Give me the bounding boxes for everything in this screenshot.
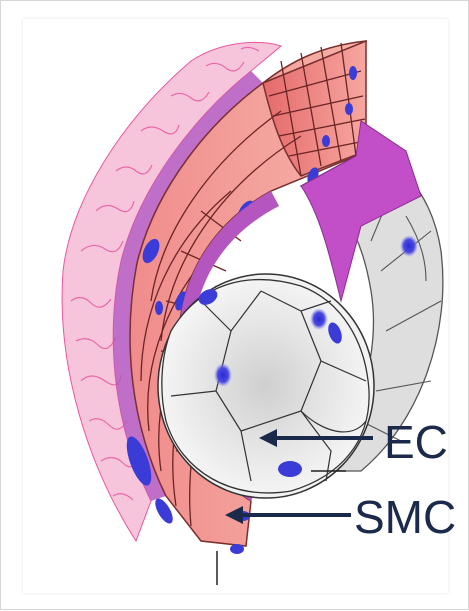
ec-label: EC bbox=[384, 416, 448, 468]
smc-label: SMC bbox=[354, 491, 456, 543]
lumen bbox=[155, 274, 374, 498]
